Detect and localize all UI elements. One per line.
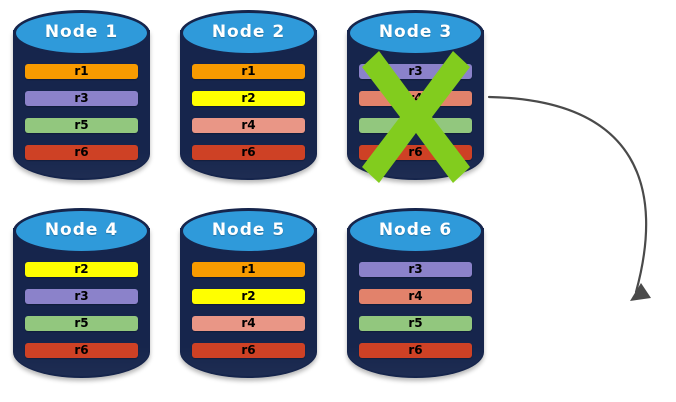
cylinder-top-ellipse: [180, 10, 317, 56]
row-chip[interactable]: r5: [359, 118, 472, 133]
row-chip[interactable]: r4: [359, 289, 472, 304]
database-node-5[interactable]: Node 5 r1 r2 r4 r6: [180, 206, 317, 382]
row-chip[interactable]: r3: [359, 262, 472, 277]
row-list: r1 r2 r4 r6: [180, 64, 317, 172]
row-chip[interactable]: r1: [192, 64, 305, 79]
row-chip[interactable]: r5: [359, 316, 472, 331]
row-chip[interactable]: r6: [359, 343, 472, 358]
row-chip[interactable]: r3: [25, 91, 138, 106]
cylinder-top-ellipse: [347, 208, 484, 254]
node-label: Node 6: [378, 220, 453, 240]
row-chip[interactable]: r6: [192, 145, 305, 160]
row-chip[interactable]: r6: [192, 343, 305, 358]
row-chip[interactable]: r3: [25, 289, 138, 304]
row-list: r1 r2 r4 r6: [180, 262, 317, 370]
row-chip[interactable]: r6: [25, 343, 138, 358]
node-label: Node 5: [211, 220, 286, 240]
row-chip[interactable]: r5: [25, 118, 138, 133]
row-chip[interactable]: r6: [25, 145, 138, 160]
database-node-3[interactable]: Node 3 r3 r4 r5 r6: [347, 8, 484, 184]
row-chip[interactable]: r4: [192, 316, 305, 331]
row-list: r1 r3 r5 r6: [13, 64, 150, 172]
node-label: Node 2: [211, 22, 286, 42]
row-chip[interactable]: r5: [25, 316, 138, 331]
cylinder-top-ellipse: [13, 10, 150, 56]
database-node-2[interactable]: Node 2 r1 r2 r4 r6: [180, 8, 317, 184]
row-chip[interactable]: r4: [359, 91, 472, 106]
node-label: Node 1: [44, 22, 119, 42]
node-label: Node 4: [44, 220, 119, 240]
row-list: r3 r4 r5 r6: [347, 262, 484, 370]
row-list: r2 r3 r5 r6: [13, 262, 150, 370]
row-chip[interactable]: r2: [25, 262, 138, 277]
row-chip[interactable]: r1: [192, 262, 305, 277]
node-label: Node 3: [378, 22, 453, 42]
row-chip[interactable]: r4: [192, 118, 305, 133]
cylinder-top-ellipse: [180, 208, 317, 254]
row-chip[interactable]: r6: [359, 145, 472, 160]
database-node-6[interactable]: Node 6 r3 r4 r5 r6: [347, 206, 484, 382]
row-chip[interactable]: r1: [25, 64, 138, 79]
row-list: r3 r4 r5 r6: [347, 64, 484, 172]
database-node-1[interactable]: Node 1 r1 r3 r5 r6: [13, 8, 150, 184]
database-node-4[interactable]: Node 4 r2 r3 r5 r6: [13, 206, 150, 382]
cylinder-top-ellipse: [13, 208, 150, 254]
row-chip[interactable]: r3: [359, 64, 472, 79]
row-chip[interactable]: r2: [192, 289, 305, 304]
row-chip[interactable]: r2: [192, 91, 305, 106]
